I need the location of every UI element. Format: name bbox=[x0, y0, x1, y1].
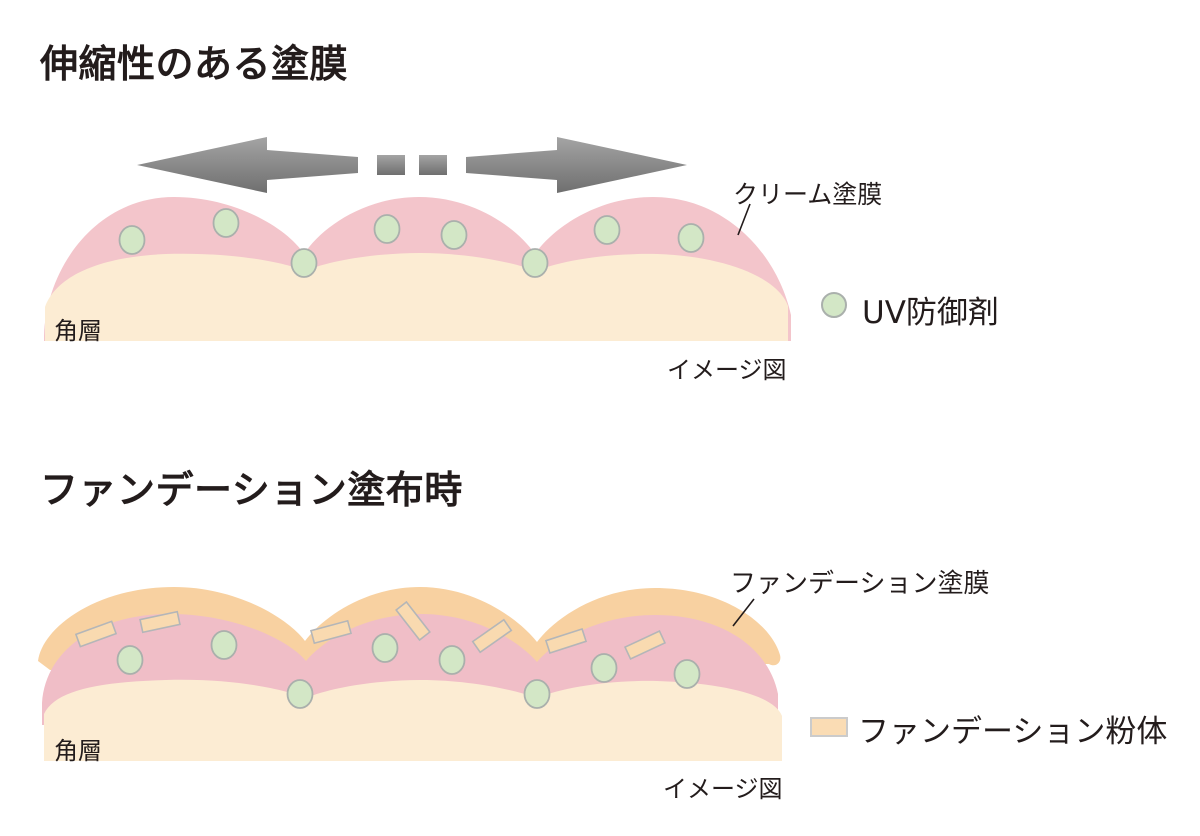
cream-film-leader-line bbox=[737, 203, 751, 236]
image-note-bottom: イメージ図 bbox=[663, 775, 783, 803]
foundation-powder-legend-swatch bbox=[810, 717, 848, 737]
foundation-film-label: ファンデーション塗膜 bbox=[730, 569, 990, 599]
cream-film-diagram bbox=[44, 197, 791, 341]
stretch-arrow-left bbox=[137, 137, 358, 193]
uv-particles-top bbox=[118, 208, 705, 278]
section-title-stretchable-film: 伸縮性のある塗膜 bbox=[40, 42, 349, 86]
uv-agent-particle bbox=[521, 248, 549, 278]
uv-agent-particle bbox=[116, 645, 144, 675]
stratum-corneum-label-top: 角層 bbox=[54, 317, 102, 345]
uv-agent-particle bbox=[677, 223, 705, 253]
uv-agent-particle bbox=[440, 220, 468, 250]
uv-agent-legend-label: UV防御剤 bbox=[862, 295, 999, 331]
foundation-powder-particles bbox=[74, 600, 667, 660]
foundation-powder-legend-label: ファンデーション粉体 bbox=[858, 714, 1168, 750]
uv-agent-particle bbox=[290, 248, 318, 278]
uv-agent-particle bbox=[438, 645, 466, 675]
cream-film-label: クリーム塗膜 bbox=[733, 180, 883, 209]
uv-agent-particle bbox=[590, 653, 618, 683]
foundation-powder-particle bbox=[309, 619, 353, 645]
uv-agent-particle bbox=[286, 679, 314, 709]
foundation-powder-particle bbox=[471, 618, 513, 654]
stretch-arrow-dash bbox=[419, 155, 447, 175]
section-title-foundation-applied: ファンデーション塗布時 bbox=[40, 468, 463, 512]
stratum-corneum-label-bottom: 角層 bbox=[54, 737, 102, 765]
uv-agent-legend-swatch bbox=[821, 292, 847, 318]
foundation-film-leader-line bbox=[732, 598, 755, 627]
uv-particles-bottom bbox=[116, 630, 701, 709]
uv-agent-particle bbox=[523, 679, 551, 709]
foundation-diagram bbox=[38, 587, 782, 761]
uv-agent-particle bbox=[210, 630, 238, 660]
stretch-arrow-right bbox=[466, 137, 687, 193]
uv-agent-particle bbox=[673, 659, 701, 689]
image-note-top: イメージ図 bbox=[667, 356, 787, 384]
uv-agent-particle bbox=[118, 225, 146, 255]
foundation-powder-particle bbox=[139, 610, 181, 634]
uv-agent-particle bbox=[371, 633, 399, 663]
stratum-corneum-layer bbox=[45, 253, 788, 341]
foundation-powder-particle bbox=[74, 620, 118, 648]
uv-agent-particle bbox=[373, 214, 401, 244]
foundation-powder-particle bbox=[623, 630, 667, 660]
stratum-corneum-layer-bottom bbox=[44, 679, 782, 761]
foundation-powder-particle bbox=[544, 627, 588, 655]
stretch-arrow-dash bbox=[377, 155, 405, 175]
uv-agent-particle bbox=[593, 215, 621, 245]
stretch-arrow bbox=[137, 137, 687, 193]
uv-agent-particle bbox=[212, 208, 240, 238]
foundation-powder-particle bbox=[395, 600, 431, 642]
